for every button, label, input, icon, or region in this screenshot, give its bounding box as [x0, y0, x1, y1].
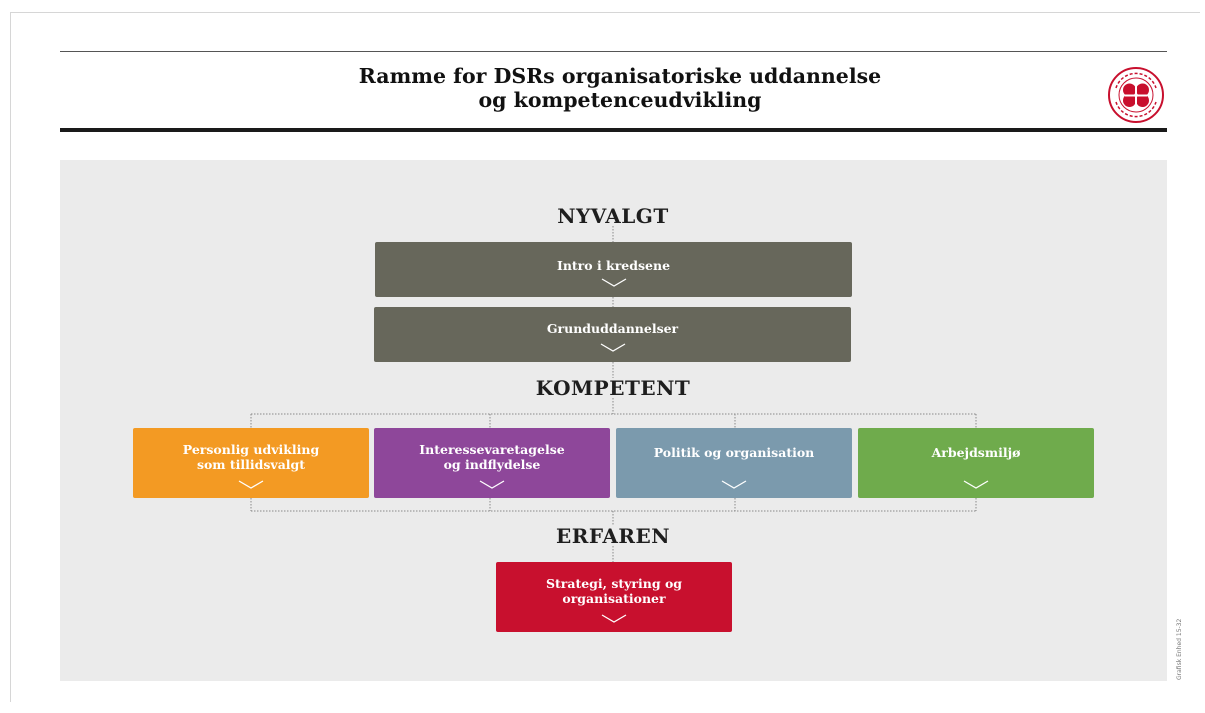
- box-personlig-line2: som tillidsvalgt: [196, 457, 306, 472]
- box-politik-og-organisation: Politik og organisation: [616, 428, 852, 498]
- box-arbejdsmiljo: Arbejdsmiljø: [858, 428, 1094, 498]
- header-rule-top: [60, 51, 1167, 52]
- title-line-2: og kompetenceudvikling: [478, 88, 762, 112]
- box-intro-label: Intro i kredsene: [556, 258, 671, 273]
- frame-top-border: [10, 12, 1200, 13]
- box-politik-label: Politik og organisation: [653, 445, 815, 460]
- side-note: Grafisk Enhed 15-32: [1176, 618, 1183, 680]
- box-interesse-line1: Interessevaretagelse: [419, 442, 565, 457]
- box-arbejdsmiljo-label: Arbejdsmiljø: [931, 445, 1021, 460]
- box-intro-i-kredsene: Intro i kredsene: [375, 242, 852, 297]
- level-kompetent: KOMPETENT: [535, 376, 691, 400]
- box-strategi-styring: Strategi, styring og organisationer: [496, 562, 732, 632]
- chevron-down-icon: [601, 614, 627, 623]
- frame-left-border: [10, 12, 11, 702]
- box-interesse-line2: og indflydelse: [443, 457, 541, 472]
- box-personlig-line1: Personlig udvikling: [182, 442, 320, 457]
- level-nyvalgt: NYVALGT: [557, 204, 669, 228]
- level-erfaren: ERFAREN: [555, 524, 671, 548]
- box-interessevaretagelse: Interessevaretagelse og indflydelse: [374, 428, 610, 498]
- chevron-down-icon: [600, 343, 625, 352]
- box-grund-label: Grunduddannelser: [546, 321, 679, 336]
- chevron-down-icon: [479, 480, 505, 489]
- box-strategi-line1: Strategi, styring og: [545, 576, 683, 591]
- box-personlig-udvikling: Personlig udvikling som tillidsvalgt: [133, 428, 369, 498]
- page-title: Ramme for DSRs organisatoriske uddannels…: [250, 64, 990, 112]
- header-rule-bottom: [60, 128, 1167, 132]
- box-strategi-line2: organisationer: [562, 591, 666, 606]
- chevron-down-icon: [601, 278, 626, 287]
- chevron-down-icon: [721, 480, 747, 489]
- chevron-down-icon: [963, 480, 989, 489]
- chevron-down-icon: [238, 480, 264, 489]
- title-line-1: Ramme for DSRs organisatoriske uddannels…: [358, 64, 882, 88]
- box-grunduddannelser: Grunduddannelser: [374, 307, 851, 362]
- dsr-clover-seal-icon: [1108, 67, 1164, 123]
